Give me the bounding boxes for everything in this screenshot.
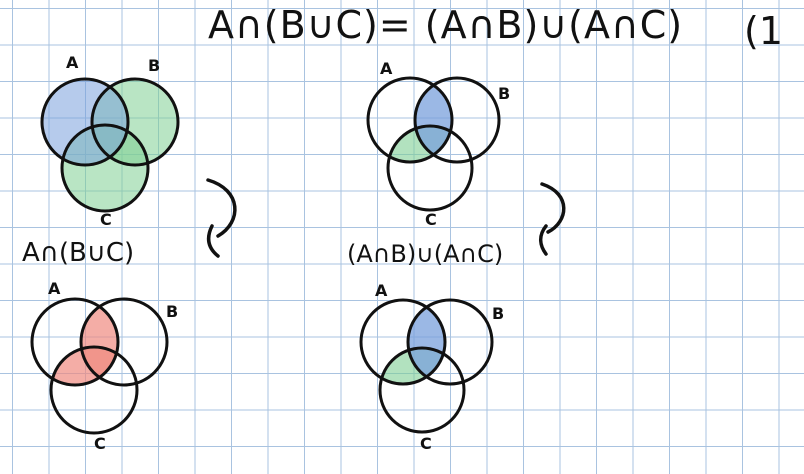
set-label-b: B: [492, 304, 505, 323]
set-label-a: A: [48, 279, 61, 298]
set-a-shading: [42, 79, 128, 165]
venn-union-of-intersections-result: [359, 298, 494, 434]
set-label-c: C: [420, 434, 432, 453]
venn-a-and-b-union-c-shaded: [40, 77, 180, 213]
arrow-down-right: [539, 182, 566, 256]
set-label-a: A: [66, 53, 79, 72]
circle-a: [359, 298, 447, 386]
circle-b: [406, 298, 494, 386]
equation-title: A∩(B∪C)= (A∩B)∪(A∩C): [208, 3, 684, 47]
arrow-down-left: [206, 178, 237, 258]
circle-a: [40, 77, 130, 167]
venn-a-intersect-b-and-a-intersect-c: [366, 76, 501, 212]
circle-c: [378, 346, 466, 434]
venn-a-intersect-b-union-c-result: [30, 297, 169, 435]
a-intersect-b-shading: [408, 300, 445, 384]
circle-c: [60, 123, 150, 213]
set-label-a: A: [375, 281, 388, 300]
page-number: (1: [744, 9, 784, 53]
a-intersect-b-shading: [415, 78, 452, 162]
set-label-a: A: [380, 59, 393, 78]
set-label-c: C: [94, 434, 106, 453]
set-label-b: B: [498, 84, 511, 103]
label-a-intersect-b-union-c: A∩(B∪C): [22, 238, 135, 268]
circle-b: [79, 297, 169, 387]
set-label-c: C: [425, 210, 437, 229]
set-label-b: B: [148, 56, 161, 75]
circle-a: [366, 76, 454, 164]
label-union-of-intersections: (A∩B)∪(A∩C): [347, 240, 504, 268]
circle-c: [386, 124, 474, 212]
set-label-b: B: [166, 302, 179, 321]
set-label-c: C: [100, 210, 112, 229]
circle-c: [49, 345, 139, 435]
circle-b: [413, 76, 501, 164]
circle-a: [30, 297, 120, 387]
circle-b: [90, 77, 180, 167]
